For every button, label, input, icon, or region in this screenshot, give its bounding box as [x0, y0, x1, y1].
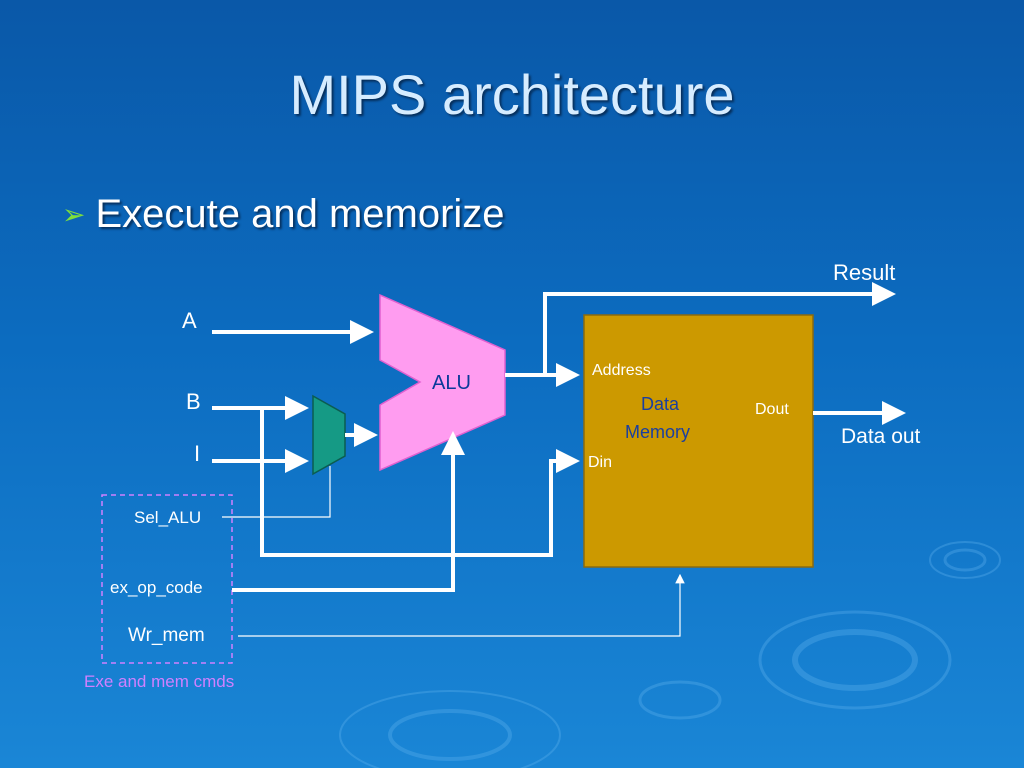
- bullet-item: ➢ Execute and memorize: [62, 192, 505, 237]
- mux-block: [312, 394, 346, 476]
- wr-mem-label: Wr_mem: [128, 625, 205, 646]
- thick-wires: [212, 282, 906, 592]
- control-group-label: Exe and mem cmds: [84, 672, 235, 691]
- input-b-label: B: [186, 389, 201, 414]
- memory-title-line1: Data: [641, 394, 680, 414]
- thin-wires: [222, 466, 685, 637]
- bullet-text: Execute and memorize: [95, 192, 505, 236]
- memory-din-label: Din: [588, 454, 613, 471]
- ex-op-code-label: ex_op_code: [110, 578, 203, 597]
- memory-dout-label: Dout: [755, 401, 789, 418]
- control-group-box: [101, 494, 233, 664]
- ripple-decoration: [339, 541, 1001, 768]
- alu-label: ALU: [432, 372, 471, 394]
- chevron-right-icon: ➢: [62, 199, 86, 230]
- data-out-label: Data out: [841, 425, 921, 448]
- memory-address-label: Address: [592, 362, 651, 379]
- slide-title: MIPS architecture: [289, 63, 735, 126]
- result-label: Result: [833, 260, 896, 285]
- alu-block: [379, 293, 506, 472]
- sel-alu-label: Sel_ALU: [134, 508, 202, 527]
- input-i-label: I: [194, 441, 201, 466]
- input-a-label: A: [182, 308, 197, 333]
- memory-title-line2: Memory: [625, 422, 691, 442]
- data-memory-block: [583, 314, 814, 568]
